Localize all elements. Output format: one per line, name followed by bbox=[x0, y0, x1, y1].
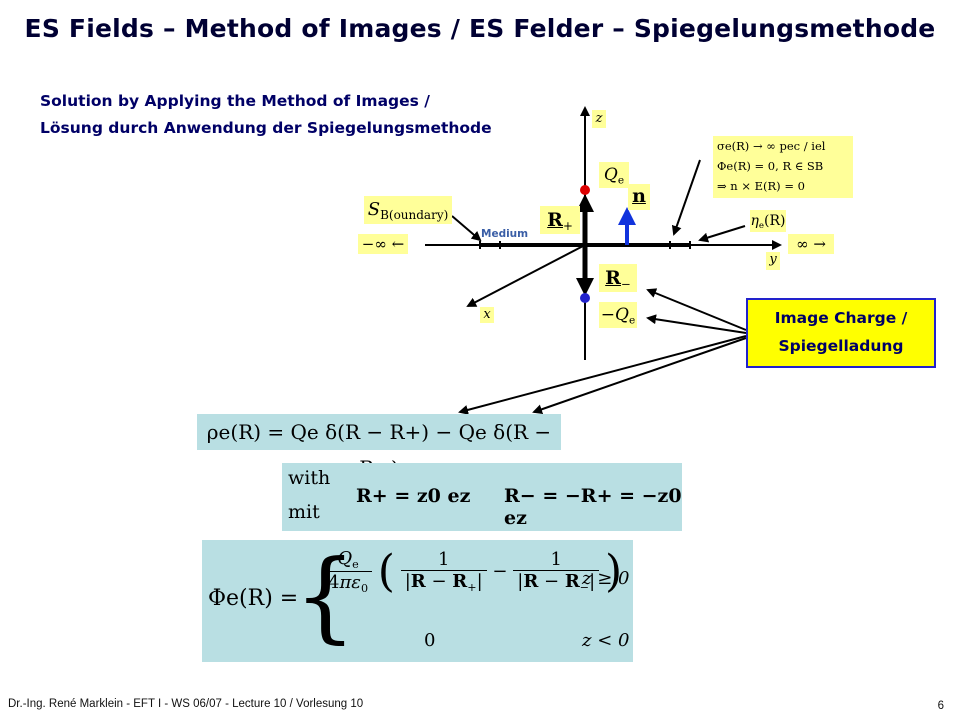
condition-e-field: ⇒ n × E(R) = 0 bbox=[717, 179, 805, 193]
mit-label: mit bbox=[288, 501, 320, 523]
normal-vector-label: n bbox=[628, 184, 650, 210]
left-brace: { bbox=[294, 540, 357, 654]
eta-label: ηe(R) bbox=[750, 210, 786, 232]
condition-phi: Φe(R) = 0, R ∈ SB bbox=[717, 159, 824, 173]
axis-y-label: y bbox=[766, 252, 780, 270]
charge-negative bbox=[580, 293, 590, 303]
plus-infinity-label: ∞ → bbox=[788, 234, 834, 254]
charge-density-equation: ρe(R) = Qe δ(R − R+) − Qe δ(R − R−) bbox=[197, 414, 561, 480]
r-plus-definition: R+ = z0 ez bbox=[356, 485, 471, 507]
image-charge-q-label: −Qe bbox=[599, 302, 637, 328]
axis-z-label: z bbox=[592, 110, 606, 128]
phi-case2-value: 0 bbox=[424, 630, 436, 651]
phi-case2-condition: z < 0 bbox=[582, 630, 630, 651]
boundary-label: SB(oundary) bbox=[364, 196, 452, 224]
boundary-conditions-box: σe(R) → ∞ pec / iel Φe(R) = 0, R ∈ SB ⇒ … bbox=[713, 136, 853, 198]
subtitle-line1: Solution by Applying the Method of Image… bbox=[40, 92, 430, 110]
minus-infinity-label: −∞ ← bbox=[358, 234, 408, 254]
subtitle-line2: Lösung durch Anwendung der Spiegelungsme… bbox=[40, 119, 492, 137]
r-minus-label: R− bbox=[599, 264, 637, 292]
r-minus-definition: R− = −R+ = −z0 ez bbox=[504, 485, 682, 529]
medium-label: Medium bbox=[481, 228, 529, 240]
axis-x-label: x bbox=[480, 307, 494, 323]
charge-positive bbox=[580, 185, 590, 195]
with-label: with bbox=[288, 467, 331, 489]
image-charge-box: Image Charge / Spiegelladung bbox=[746, 298, 936, 368]
condition-sigma: σe(R) → ∞ pec / iel bbox=[717, 139, 826, 153]
footer-text: Dr.-Ing. René Marklein - EFT I - WS 06/0… bbox=[8, 698, 364, 710]
image-charge-line2: Spiegelladung bbox=[778, 337, 904, 355]
vector-definitions-box: with mit R+ = z0 ez R− = −R+ = −z0 ez bbox=[282, 463, 682, 531]
page-title: ES Fields – Method of Images / ES Felder… bbox=[24, 14, 936, 43]
phi-lhs: Φe(R) = bbox=[208, 586, 299, 611]
page-number: 6 bbox=[937, 700, 944, 712]
image-charge-line1: Image Charge / bbox=[774, 309, 908, 327]
x-axis bbox=[466, 244, 586, 307]
phi-case1-condition: z ≥ 0 bbox=[582, 568, 630, 589]
charge-q-label: Qe bbox=[599, 162, 629, 188]
r-plus-label: R+ bbox=[540, 206, 580, 234]
